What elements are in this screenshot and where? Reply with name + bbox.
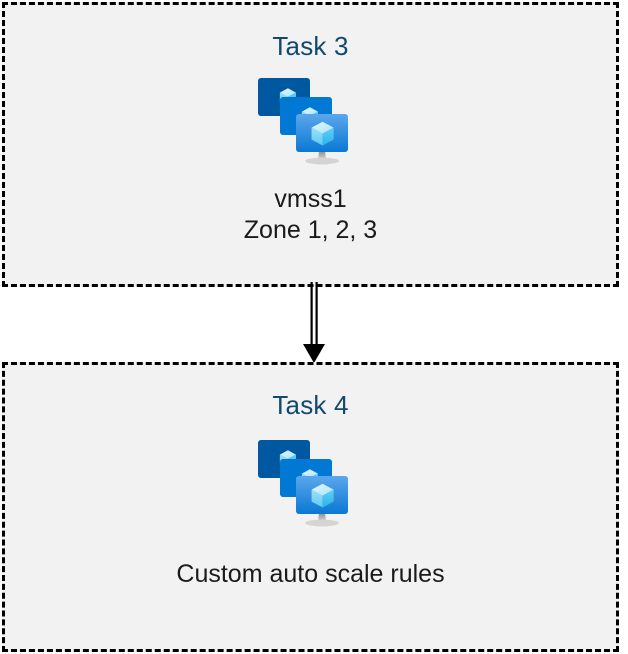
task-box-task-3[interactable]: Task 3 xyxy=(2,2,619,287)
vmss-icon xyxy=(257,440,348,527)
task-3-caption-line-1: vmss1 xyxy=(274,185,347,213)
task-4-captions: Custom auto scale rules xyxy=(176,559,444,590)
vmss-icon xyxy=(257,78,348,165)
task-3-title: Task 3 xyxy=(272,31,349,61)
double-line-arrow-icon xyxy=(303,282,325,363)
task-box-task-4[interactable]: Task 4 xyxy=(2,362,619,652)
task-4-caption-line-1: Custom auto scale rules xyxy=(176,560,445,588)
task-4-title: Task 4 xyxy=(272,390,349,420)
task-3-captions: vmss1 Zone 1, 2, 3 xyxy=(244,184,377,246)
task-3-caption-line-2: Zone 1, 2, 3 xyxy=(243,216,378,244)
